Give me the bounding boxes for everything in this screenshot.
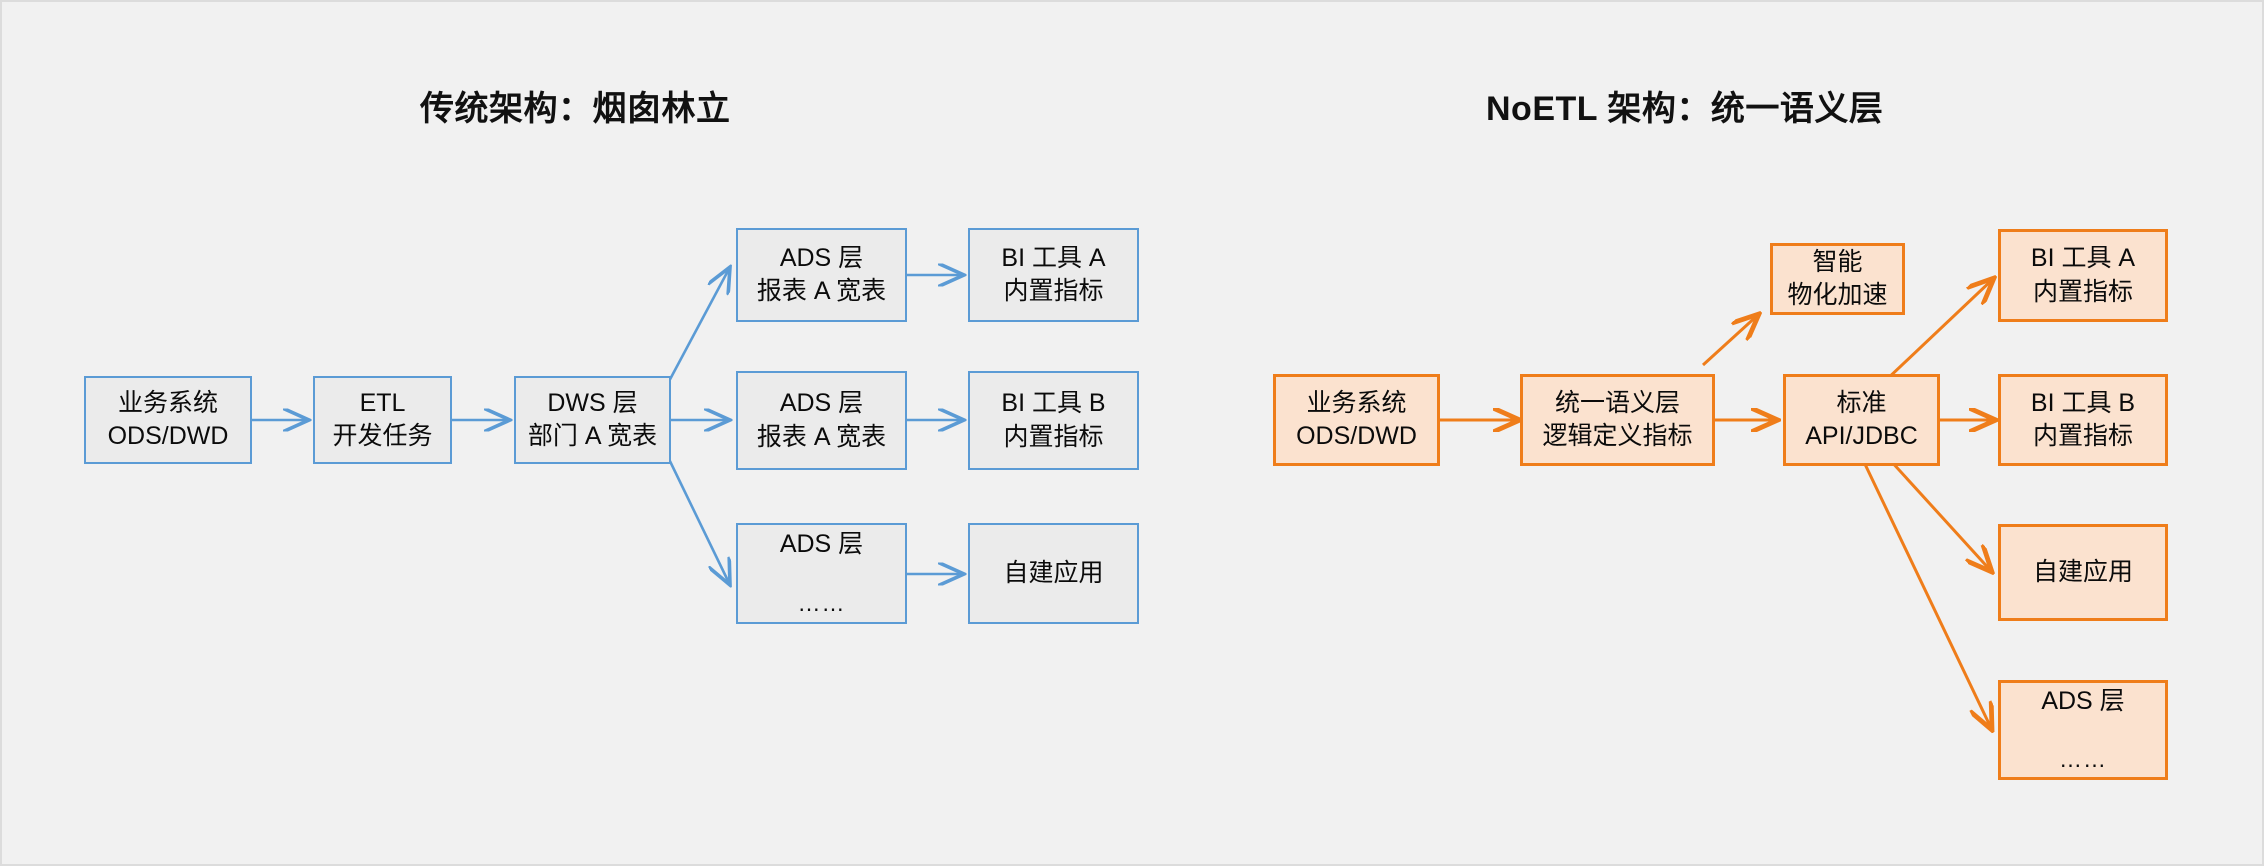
node-line-2: ODS/DWD <box>1296 422 1417 450</box>
node-line-1: 自建应用 <box>2032 557 2133 586</box>
right-diagram-title: NoETL 架构：统一语义层 <box>1486 90 1884 128</box>
node-line-2: 开发任务 <box>332 422 433 450</box>
node-right-bi-b[interactable]: BI 工具 B 内置指标 <box>1998 374 2168 466</box>
node-line-2: 内置指标 <box>2032 277 2133 306</box>
node-line-1: 标准 <box>1836 388 1887 417</box>
edge-api-to-custom <box>1888 458 1992 572</box>
node-left-bi-a[interactable]: BI 工具 A 内置指标 <box>968 228 1139 322</box>
node-line-2: …… <box>797 589 846 616</box>
node-left-custom-app[interactable]: 自建应用 <box>968 523 1139 624</box>
node-left-ads-c[interactable]: ADS 层 …… <box>736 523 907 624</box>
node-line-2: API/JDBC <box>1805 422 1918 450</box>
node-line-2: 报表 A 宽表 <box>756 422 887 451</box>
node-line-1: BI 工具 B <box>1001 389 1106 417</box>
node-right-api-jdbc[interactable]: 标准 API/JDBC <box>1783 374 1940 466</box>
node-line-2: ODS/DWD <box>107 422 229 450</box>
right-edges <box>1440 278 1996 730</box>
node-left-bi-b[interactable]: BI 工具 B 内置指标 <box>968 371 1139 470</box>
node-left-ads-a[interactable]: ADS 层 报表 A 宽表 <box>736 228 907 322</box>
node-line-1: 自建应用 <box>1003 558 1104 587</box>
node-line-1: ADS 层 <box>779 243 864 272</box>
left-diagram-title: 传统架构：烟囱林立 <box>420 90 731 128</box>
node-line-1: ETL <box>359 388 406 417</box>
node-line-1: BI 工具 A <box>2030 244 2136 272</box>
node-line-1: BI 工具 A <box>1001 243 1106 272</box>
node-line-1: 业务系统 <box>117 388 218 417</box>
node-line-1: 智能 <box>1812 247 1863 276</box>
node-line-2: 逻辑定义指标 <box>1542 422 1693 450</box>
node-right-bi-a[interactable]: BI 工具 A 内置指标 <box>1998 229 2168 322</box>
edge-api-to-ads <box>1861 459 1992 730</box>
node-right-semantic-layer[interactable]: 统一语义层 逻辑定义指标 <box>1520 374 1715 466</box>
node-line-1: BI 工具 B <box>2030 388 2136 417</box>
node-line-1: 业务系统 <box>1306 388 1407 417</box>
node-line-1: ADS 层 <box>2041 686 2125 715</box>
node-line-2: 报表 A 宽表 <box>756 277 887 305</box>
node-right-custom-app[interactable]: 自建应用 <box>1998 524 2168 621</box>
edge-dws-to-ads-a <box>665 267 730 386</box>
node-right-ads[interactable]: ADS 层 …… <box>1998 680 2168 780</box>
node-line-1: ADS 层 <box>779 389 864 417</box>
edge-semantic-to-cache <box>1701 314 1759 367</box>
node-line-1: 统一语义层 <box>1554 388 1680 417</box>
node-line-2: 内置指标 <box>1003 277 1104 305</box>
node-left-source[interactable]: 业务系统 ODS/DWD <box>84 376 252 464</box>
node-line-2: 内置指标 <box>1003 422 1104 451</box>
node-line-2: …… <box>2059 746 2107 773</box>
edge-dws-to-ads-c <box>665 454 730 585</box>
node-left-ads-b[interactable]: ADS 层 报表 A 宽表 <box>736 371 907 470</box>
node-left-etl[interactable]: ETL 开发任务 <box>313 376 452 464</box>
node-right-smart-cache[interactable]: 智能 物化加速 <box>1770 243 1905 315</box>
node-line-2: 部门 A 宽表 <box>527 422 658 450</box>
node-line-1: ADS 层 <box>779 530 864 559</box>
node-line-2: 内置指标 <box>2032 422 2133 450</box>
node-line-2: 物化加速 <box>1787 281 1888 309</box>
node-left-dws[interactable]: DWS 层 部门 A 宽表 <box>514 376 671 464</box>
node-right-source[interactable]: 业务系统 ODS/DWD <box>1273 374 1440 466</box>
node-line-1: DWS 层 <box>547 388 638 417</box>
